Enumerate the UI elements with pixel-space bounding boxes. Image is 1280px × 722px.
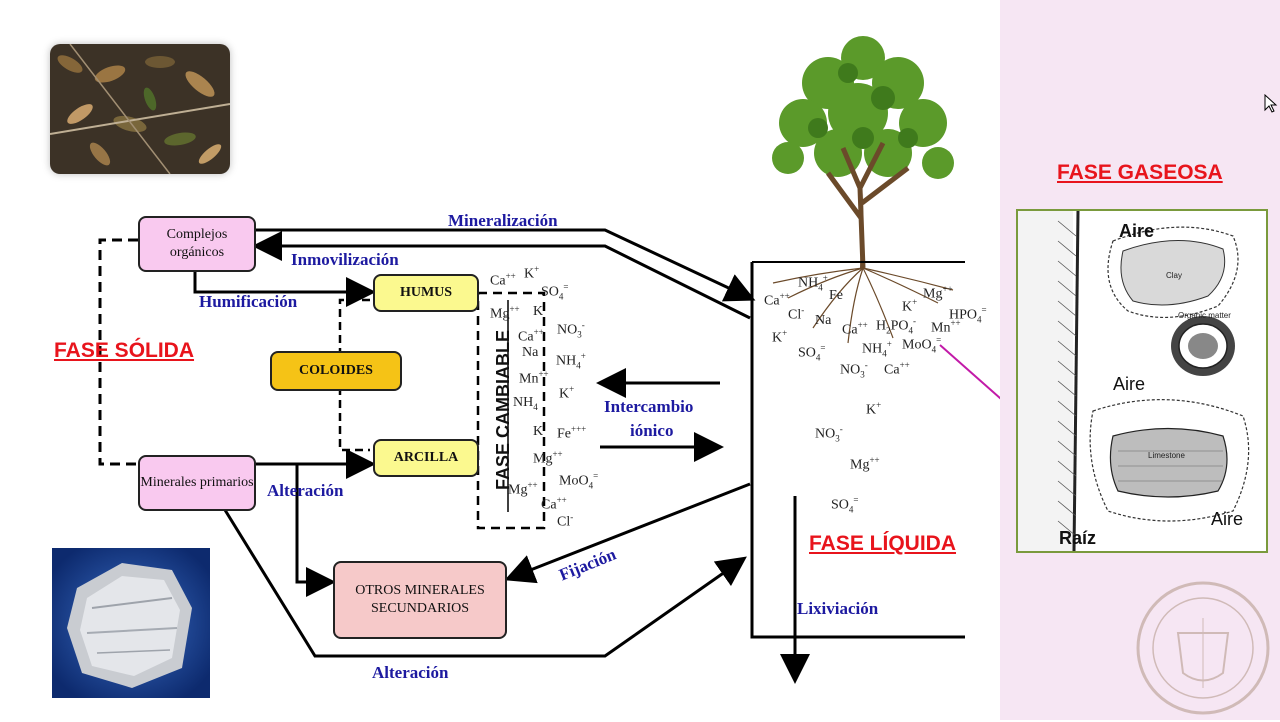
inmovilizacion-label: Inmovilización [291, 250, 399, 269]
ion: Cl- [557, 512, 574, 530]
ion: Mn++ [519, 369, 549, 387]
ion: Ca++ [518, 327, 544, 345]
ion: NH4+ [556, 351, 586, 371]
ion: K+ [559, 384, 575, 402]
ion: NO3- [557, 320, 585, 340]
ion: Ca++ [490, 271, 516, 289]
ion: Na [815, 313, 832, 328]
ion: K+ [524, 264, 540, 282]
ion: Fe [829, 288, 843, 303]
aire-label-1: Aire [1119, 221, 1155, 241]
ion: Mg++ [490, 304, 520, 322]
minerales-label: Minerales primarios [140, 474, 254, 490]
leaf-litter-photo [50, 44, 230, 174]
ion: K [533, 304, 544, 319]
otros-label: OTROS MINERALES SECUNDARIOS [355, 582, 485, 616]
ion: HPO4= [949, 305, 987, 325]
humificacion-label: Humificación [199, 292, 298, 311]
ion: Ca++ [884, 360, 910, 378]
arcilla-box: ARCILLA [373, 439, 479, 477]
minerales-primarios-box: Minerales primarios [138, 455, 256, 511]
ion: Mg++ [923, 284, 953, 302]
intercambio-label-2: iónico [630, 421, 674, 440]
aire-label-3: Aire [1211, 509, 1244, 529]
ion: Ca++ [541, 495, 567, 513]
diagram-connectors [98, 228, 1000, 684]
alteracion-label-2: Alteración [372, 663, 449, 682]
lixiviacion-label: Lixiviación [797, 599, 879, 618]
humus-box: HUMUS [373, 274, 479, 312]
clay-label: Clay [1166, 271, 1183, 280]
raiz-label: Raíz [1059, 528, 1097, 548]
limestone-label: Limestone [1148, 451, 1185, 460]
ion: Ca++ [842, 320, 868, 338]
organic-label: Organic matter [1178, 311, 1231, 320]
ion: Mn++ [931, 318, 961, 336]
ion: Na [522, 345, 539, 360]
ion: K [533, 424, 544, 439]
ion: H2PO4- [876, 316, 917, 336]
coloides-label: COLOIDES [299, 362, 373, 378]
aire-label-2: Aire [1113, 374, 1146, 394]
fase-liquida-title: FASE LÍQUIDA [809, 532, 957, 555]
coloides-box: COLOIDES [270, 351, 402, 391]
fase-solida-title: FASE SÓLIDA [54, 339, 195, 362]
complejos-organicos-box: Complejos orgánicos [138, 216, 256, 272]
mineralizacion-label: Mineralización [448, 211, 558, 230]
ion: SO4= [541, 282, 569, 302]
ion: MoO4= [902, 335, 942, 355]
gas-phase-illustration: Aire Aire Aire Raíz Clay Organic matter … [1016, 209, 1268, 553]
otros-minerales-box: OTROS MINERALES SECUNDARIOS [333, 561, 507, 639]
complejos-label: Complejos orgánicos [166, 226, 228, 260]
ion: Fe+++ [557, 424, 587, 442]
ion: NH4+ [862, 339, 892, 359]
ion: NH4+ [798, 273, 828, 293]
ion: Mg++ [850, 455, 880, 473]
fase-gaseosa-title: FASE GASEOSA [1057, 161, 1223, 184]
ion: SO4= [798, 343, 826, 363]
intercambio-label-1: Intercambio [604, 397, 694, 416]
ion: K+ [866, 400, 882, 418]
tree-icon [758, 28, 968, 348]
ion: K+ [772, 328, 788, 346]
ion: K+ [902, 297, 918, 315]
arcilla-label: ARCILLA [393, 449, 459, 465]
university-seal [1133, 578, 1273, 718]
alteracion-label-1: Alteración [267, 481, 344, 500]
ion: Mg++ [533, 449, 563, 467]
ion: MoO4= [559, 471, 599, 491]
rock-photo [52, 548, 210, 698]
ion: NO3- [840, 360, 868, 380]
ion: Cl- [788, 305, 805, 323]
cursor-icon [1264, 93, 1278, 118]
humus-label: HUMUS [399, 284, 453, 300]
ion: Ca++ [764, 291, 790, 309]
ion: SO4= [831, 495, 859, 515]
ion: Mg++ [508, 480, 538, 498]
ion: NO3- [815, 424, 843, 444]
ion: NH4 [513, 395, 538, 412]
